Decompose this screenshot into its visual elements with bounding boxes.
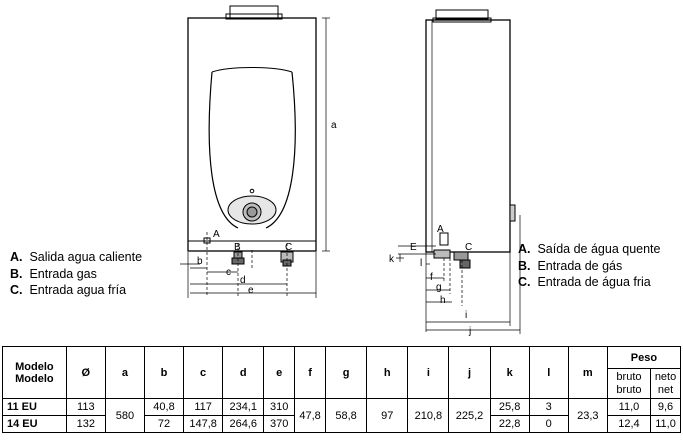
col-header-e: e bbox=[263, 346, 296, 399]
cell-m: 23,3 bbox=[567, 398, 608, 433]
col-header-a: a bbox=[104, 346, 145, 399]
cell-d: 234,1 bbox=[222, 398, 265, 416]
legend-item: C. Entrada agua fría bbox=[10, 283, 127, 297]
front-label-B: B bbox=[234, 242, 241, 253]
front-label-A: A bbox=[213, 229, 220, 240]
cell-neto: 9,6 bbox=[650, 398, 681, 416]
cell-bruto: 11,0 bbox=[606, 398, 652, 416]
col-header-g: g bbox=[325, 346, 368, 399]
side-label-j: j bbox=[468, 326, 471, 337]
cell-neto: 11,0 bbox=[650, 415, 681, 433]
cell-i: 210,8 bbox=[407, 398, 450, 433]
legend-item: A. Saída de água quente bbox=[518, 242, 661, 256]
legend-item: B. Entrada de gás bbox=[518, 258, 623, 273]
technical-drawing: a A B C b c d e bbox=[180, 5, 521, 337]
side-label-h: h bbox=[440, 295, 446, 306]
side-label-k: k bbox=[389, 254, 395, 265]
cell-l: 0 bbox=[528, 415, 569, 433]
cell-model: 14 EU bbox=[2, 415, 67, 433]
front-label-C: C bbox=[285, 242, 292, 253]
cell-l: 3 bbox=[528, 398, 569, 416]
side-view-labels: A E C k l f g h i j bbox=[389, 224, 472, 337]
col-header-c: c bbox=[183, 346, 224, 399]
cell-bruto: 12,4 bbox=[606, 415, 652, 433]
cell-diam: 132 bbox=[65, 415, 106, 433]
side-view-drawing bbox=[396, 9, 521, 334]
side-label-f: f bbox=[430, 272, 433, 283]
front-label-a: a bbox=[331, 120, 337, 131]
cell-diam: 113 bbox=[65, 398, 106, 416]
cell-c: 147,8 bbox=[183, 415, 224, 433]
table-row: 14 EU 132 72 147,8 264,6 370 22,8 0 12,4… bbox=[2, 415, 681, 433]
col-header-f: f bbox=[294, 346, 327, 399]
cell-j: 225,2 bbox=[448, 398, 491, 433]
side-label-A: A bbox=[437, 224, 444, 235]
col-header-h: h bbox=[366, 346, 409, 399]
table-row: 11 EU 113 580 40,8 117 234,1 310 47,8 58… bbox=[2, 398, 681, 433]
front-label-c: c bbox=[226, 267, 231, 278]
side-label-i: i bbox=[465, 310, 467, 321]
cell-h: 97 bbox=[366, 398, 409, 433]
col-header-peso: Peso bbox=[606, 346, 682, 369]
cell-e: 310 bbox=[263, 398, 296, 416]
side-label-l: l bbox=[420, 258, 422, 269]
col-header-diam: Ø bbox=[65, 346, 106, 399]
cell-a: 580 bbox=[104, 398, 145, 433]
col-header-k: k bbox=[489, 346, 530, 399]
legend-item: B. Entrada gas bbox=[10, 266, 97, 281]
cell-model: 11 EU bbox=[2, 398, 67, 416]
col-header-b: b bbox=[143, 346, 185, 399]
front-view-labels: a A B C b c d e bbox=[197, 120, 337, 296]
side-label-C: C bbox=[465, 242, 472, 253]
cell-b: 40,8 bbox=[143, 398, 185, 416]
cell-g: 58,8 bbox=[325, 398, 368, 433]
cell-f: 47,8 bbox=[294, 398, 327, 433]
legend-item: A. Salida agua caliente bbox=[10, 250, 143, 264]
front-label-e: e bbox=[248, 285, 254, 296]
side-label-g: g bbox=[436, 282, 442, 293]
side-label-E: E bbox=[410, 242, 417, 253]
front-label-b: b bbox=[197, 256, 203, 267]
legend-spanish: A. Salida agua caliente B. Entrada gas C… bbox=[10, 249, 142, 299]
cell-k: 25,8 bbox=[489, 398, 530, 416]
front-label-d: d bbox=[240, 275, 246, 286]
cell-d: 264,6 bbox=[222, 415, 265, 433]
col-header-l: l bbox=[528, 346, 569, 399]
col-header-i: i bbox=[407, 346, 450, 399]
col-header-d: d bbox=[222, 346, 265, 399]
front-view-drawing bbox=[180, 5, 330, 298]
cell-k: 22,8 bbox=[489, 415, 530, 433]
cell-b: 72 bbox=[143, 415, 185, 433]
cell-e: 370 bbox=[263, 415, 296, 433]
legend-item: C. Entrada de água fria bbox=[518, 275, 651, 289]
cell-c: 117 bbox=[183, 398, 224, 416]
legend-portuguese: A. Saída de água quente B. Entrada de gá… bbox=[518, 241, 660, 291]
col-header-m: m bbox=[567, 346, 608, 399]
col-header-j: j bbox=[448, 346, 491, 399]
